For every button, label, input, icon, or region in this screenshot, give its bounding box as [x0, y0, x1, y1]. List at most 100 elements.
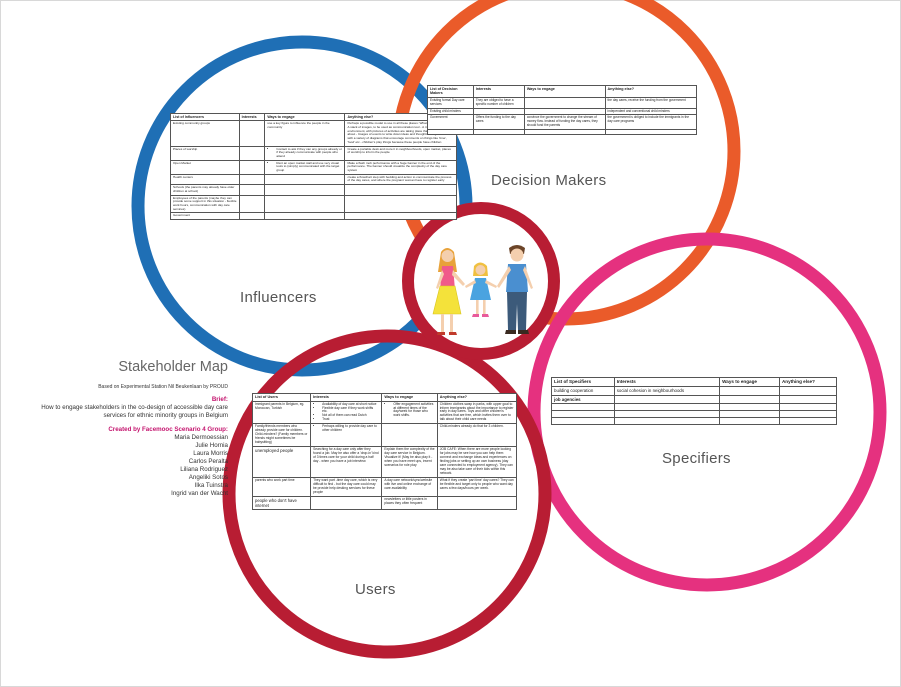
- member-name: Maria Dermoessian: [174, 433, 228, 441]
- table-cell: newsletters or little posters in places …: [381, 495, 438, 510]
- table-cell: building cooperation: [551, 385, 615, 396]
- list-item: Rent an open market stall and use very v…: [276, 161, 342, 173]
- table-cell: Rent an open market stall and use very v…: [264, 159, 346, 175]
- table-cell: [310, 495, 383, 510]
- table-row: job agencies: [551, 394, 838, 405]
- decision-makers-label: Decision Makers: [491, 172, 607, 189]
- users-label: Users: [355, 581, 396, 598]
- side-info: Stakeholder Map Based on Experimental St…: [36, 358, 228, 498]
- table-cell: [344, 212, 457, 221]
- decision-header-interests: Interests: [472, 85, 525, 98]
- table-row: Health centers create a flowchart step w…: [170, 173, 457, 186]
- table-row: people who don't have internet newslette…: [251, 495, 518, 510]
- child-figure: [465, 262, 497, 317]
- list-item: Offer engagement activities at different…: [393, 402, 434, 419]
- decision-header-list: List of Decision Makers: [427, 85, 474, 98]
- table-cell: Children clothes swap in parks, with upp…: [436, 400, 518, 425]
- decision-header-ways: Ways to engage: [523, 85, 606, 98]
- specifiers-label: Specifiers: [662, 450, 731, 467]
- table-row: Immigrant parents in Belgium, eg. Morocc…: [251, 400, 518, 425]
- table-cell: [719, 394, 780, 405]
- table-row: Existing formal Day care services They a…: [427, 96, 698, 109]
- table-cell: Open Market: [170, 159, 240, 175]
- table-cell: Explain them the complexity of the day c…: [381, 446, 438, 478]
- created-by: Created by Facemooc Scenario 4 Group:: [108, 425, 228, 433]
- table-cell: They want part -time day care, which is …: [310, 476, 383, 497]
- brief-text: How to engage stakeholders in the co-des…: [41, 404, 228, 420]
- table-cell: parents who work part time: [251, 476, 312, 497]
- table-cell: [523, 128, 606, 135]
- table-cell: the day cares, receive the funding from …: [604, 96, 698, 109]
- table-cell: convince the government to change the st…: [523, 114, 606, 130]
- table-cell: Immigrant parents in Belgium, eg. Morocc…: [251, 400, 312, 425]
- specifiers-table: List of Specifiers Interests Ways to eng…: [551, 377, 838, 426]
- specifiers-header-interests: Interests: [613, 377, 721, 387]
- table-cell: [238, 145, 266, 161]
- table-cell: the government is obliged to include the…: [604, 114, 698, 130]
- table-cell: Family/friends members who already provi…: [251, 423, 312, 448]
- table-row: Family/friends members who already provi…: [251, 423, 518, 448]
- list-item: Flexible day care if they work shifts et…: [322, 406, 379, 415]
- member-name: Carlos Peralta: [188, 457, 228, 465]
- table-cell: [613, 417, 721, 426]
- table-cell: Child-minders already do that for 3 chil…: [436, 423, 518, 448]
- list-item: Perhaps willing to provide day care to o…: [322, 425, 379, 433]
- table-cell: [427, 128, 474, 135]
- table-row: [551, 403, 838, 412]
- table-cell: Create a portable desk and more it in ne…: [344, 145, 457, 161]
- table-cell: Schools (the parents may already have ol…: [170, 184, 240, 196]
- list-item: Contact to ask if they can any groups al…: [276, 147, 342, 159]
- table-cell: Make a flash mob performance with a huge…: [344, 159, 457, 175]
- table-row: [551, 410, 838, 419]
- table-cell: [613, 403, 721, 412]
- member-name: Ilka Tuinstra: [194, 481, 228, 489]
- table-cell: [238, 194, 266, 214]
- list-item: Not all of them can read Dutch: [322, 413, 379, 418]
- table-cell: Existing community groups: [170, 120, 240, 147]
- table-cell: [238, 173, 266, 186]
- table-cell: job agencies: [551, 394, 615, 405]
- table-cell: [436, 495, 518, 510]
- specifiers-header-ways: Ways to engage: [719, 377, 780, 387]
- table-cell: Availability of day care at short notice…: [310, 400, 383, 425]
- table-row: unemployed people Searching for a day ca…: [251, 446, 518, 478]
- table-cell: [551, 417, 615, 426]
- table-cell: Contact to ask if they can any groups al…: [264, 145, 346, 161]
- table-cell: [238, 212, 266, 221]
- users-header-list: List of Users: [251, 393, 312, 402]
- table-row: parents who work part time They want par…: [251, 476, 518, 497]
- table-cell: Existing formal Day care services: [427, 96, 474, 109]
- table-cell: Government: [427, 114, 474, 130]
- table-cell: [719, 403, 780, 412]
- table-cell: Searching for a day care only after they…: [310, 446, 383, 478]
- table-cell: Perhaps willing to provide day care to o…: [310, 423, 383, 448]
- table-cell: [523, 96, 606, 109]
- table-cell: [719, 410, 780, 419]
- table-cell: [472, 128, 525, 135]
- table-row: Existing child minders independent and c…: [427, 107, 698, 116]
- table-row: building cooperation social cohesion in …: [551, 385, 838, 396]
- list-item: Trust: [322, 417, 379, 422]
- brief-heading: Brief:: [211, 396, 228, 404]
- table-cell: [264, 173, 346, 186]
- page-title: Stakeholder Map: [118, 359, 228, 375]
- member-name: Angeliki Sotos: [188, 473, 228, 481]
- table-row: Schools (the parents may already have ol…: [170, 184, 457, 196]
- table-cell: use a key figure to influence the people…: [264, 120, 346, 147]
- table-cell: [264, 194, 346, 214]
- father-figure: [497, 245, 533, 334]
- table-cell: They are obliged to have a specific numb…: [472, 96, 525, 109]
- table-cell: [719, 417, 780, 426]
- member-name: Laura Morris: [193, 449, 228, 457]
- table-cell: Existing child minders: [427, 107, 474, 116]
- table-cell: What if they create 'part time' day care…: [436, 476, 518, 497]
- table-cell: JOB CAFE: When there are more people loo…: [436, 446, 518, 478]
- influencers-header-ways: Ways to engage: [264, 112, 346, 122]
- table-row: Existing community groups use a key figu…: [170, 120, 457, 147]
- member-name: Liliana Rodriguez: [180, 465, 228, 473]
- users-header-ways: Ways to engage: [381, 393, 438, 402]
- table-row: Places of worship Contact to ask if they…: [170, 145, 457, 161]
- table-cell: [238, 184, 266, 196]
- specifiers-header-else: Anything else?: [778, 377, 838, 387]
- table-cell: [604, 128, 698, 135]
